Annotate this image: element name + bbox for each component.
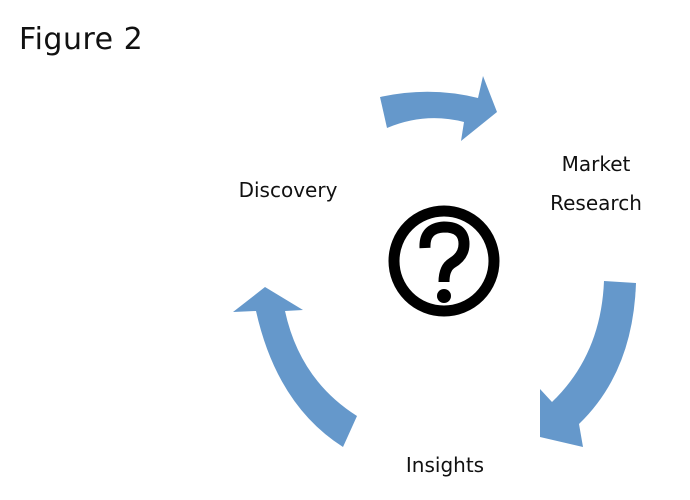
label-insights: Insights [395, 446, 495, 485]
arrow-discovery-to-market [380, 76, 497, 141]
arrow-market-to-insights [540, 281, 636, 447]
label-market-line1: Market [561, 152, 631, 176]
label-market-research: Market Research [536, 145, 656, 223]
question-circle-icon [388, 205, 500, 317]
arrow-insights-to-discovery [233, 287, 357, 447]
label-market-line2: Research [550, 191, 642, 215]
label-insights-text: Insights [405, 453, 485, 477]
label-discovery-text: Discovery [238, 178, 338, 202]
figure-title: Figure 2 [19, 22, 144, 57]
label-discovery: Discovery [232, 171, 344, 210]
